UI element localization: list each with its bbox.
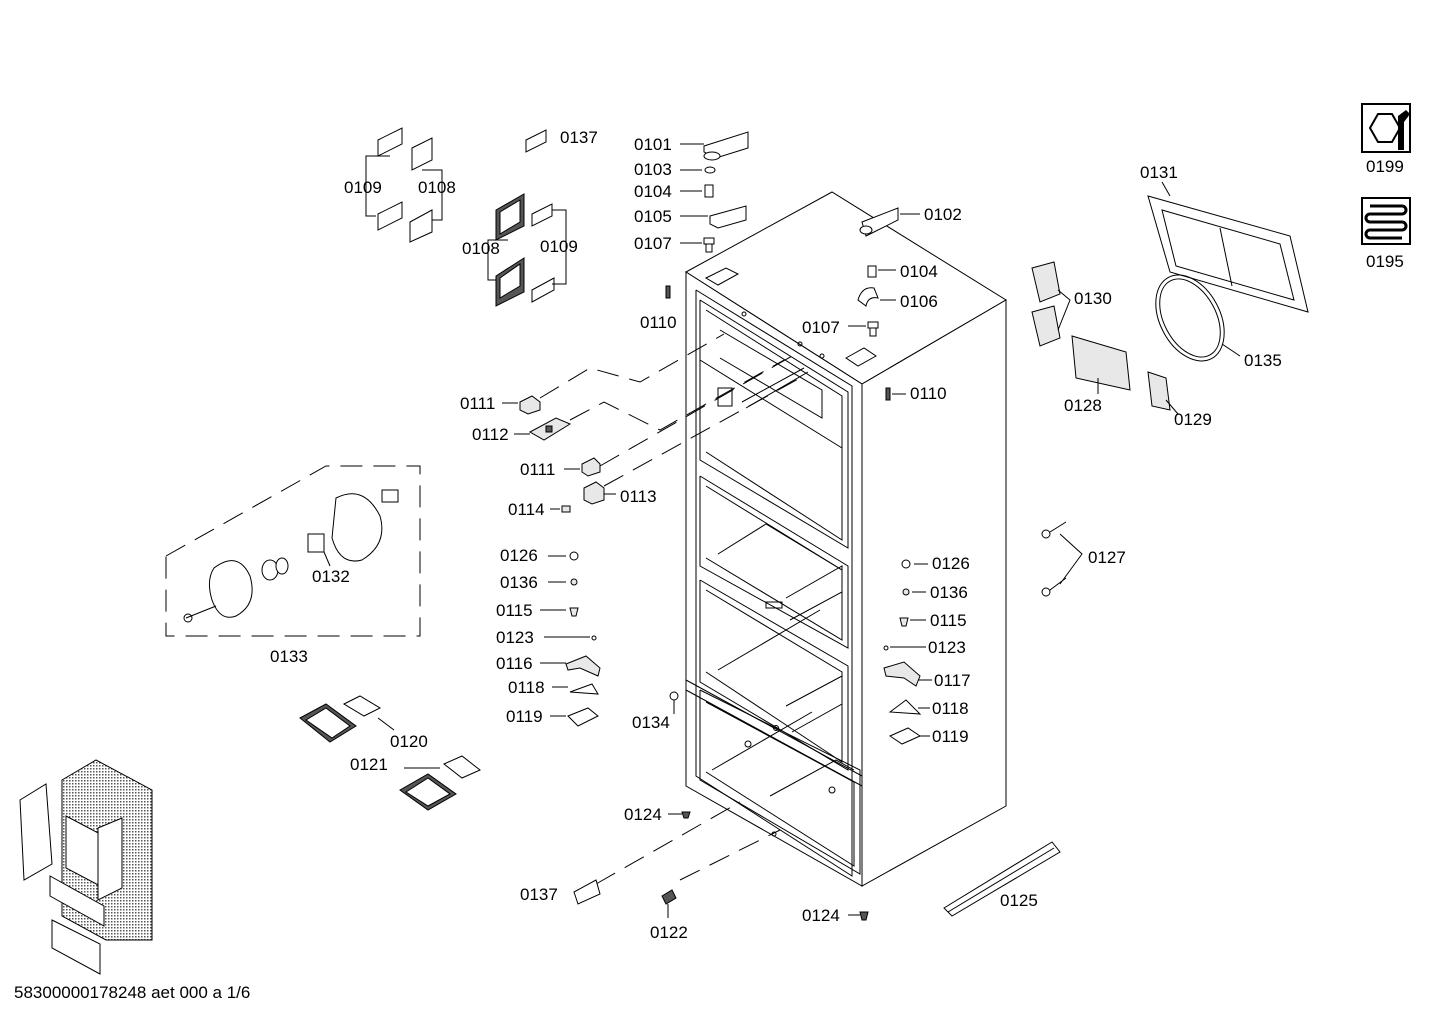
label-0116: 0116 [496, 654, 533, 673]
label-0108-top: 0108 [418, 178, 456, 197]
label-0112: 0112 [472, 425, 509, 444]
heater-coil-icon [1361, 197, 1411, 245]
label-0122: 0122 [650, 923, 688, 942]
label-0106: 0106 [900, 292, 938, 311]
label-0134: 0134 [632, 713, 670, 732]
label-0119-right: 0119 [932, 727, 969, 746]
label-0107-right: 0107 [802, 318, 840, 337]
cabinet-body [685, 191, 1007, 887]
label-0101: 0101 [634, 135, 672, 154]
label-0130: 0130 [1074, 289, 1112, 308]
label-0120: 0120 [390, 732, 428, 751]
label-0133: 0133 [270, 647, 308, 666]
label-0123-right: 0123 [928, 638, 966, 657]
label-0111-bottom: 0111 [520, 460, 555, 479]
label-0109-mid: 0109 [540, 237, 578, 256]
label-0123-left: 0123 [496, 628, 534, 647]
part-labels: 0101 0103 0104 0105 0107 0137 0109 0108 … [270, 128, 1404, 942]
label-0132: 0132 [312, 567, 350, 586]
label-0195: 0195 [1366, 252, 1404, 271]
label-0118-right: 0118 [932, 699, 969, 718]
label-0135: 0135 [1244, 351, 1282, 370]
label-0127: 0127 [1088, 548, 1126, 567]
label-0110-right: 0110 [910, 384, 947, 403]
label-0109-left: 0109 [344, 178, 382, 197]
parts-symbols [183, 127, 1309, 921]
label-0113: 0113 [620, 487, 657, 506]
label-0199: 0199 [1366, 157, 1404, 176]
label-0136-right: 0136 [930, 583, 968, 602]
label-0107-top: 0107 [634, 234, 672, 253]
label-0126-left: 0126 [500, 546, 538, 565]
label-0103: 0103 [634, 160, 672, 179]
label-0110-left: 0110 [640, 313, 677, 332]
drawing-reference-number: 58300000178248 aet 000 a 1/6 [14, 983, 250, 1002]
label-0102: 0102 [924, 205, 962, 224]
locator-thumbnail [19, 759, 153, 975]
label-0136-left: 0136 [500, 573, 538, 592]
label-0137-bottom: 0137 [520, 885, 558, 904]
label-0115-right: 0115 [930, 611, 967, 630]
label-0104-top: 0104 [634, 182, 672, 201]
wrench-nut-icon [1361, 103, 1411, 153]
label-0114: 0114 [508, 500, 545, 519]
label-0121: 0121 [350, 755, 388, 774]
label-0125: 0125 [1000, 891, 1038, 910]
label-0117: 0117 [934, 671, 971, 690]
label-0131: 0131 [1140, 163, 1178, 182]
assembly-lines [165, 333, 801, 885]
label-0137-top: 0137 [560, 128, 598, 147]
label-0124-right: 0124 [802, 906, 840, 925]
leader-lines [323, 143, 1241, 918]
label-0108-mid: 0108 [462, 239, 500, 258]
label-0111-top: 0111 [460, 394, 495, 413]
label-0105: 0105 [634, 207, 672, 226]
label-0126-right: 0126 [932, 554, 970, 573]
label-0115-left: 0115 [496, 601, 533, 620]
label-0119-left: 0119 [506, 707, 543, 726]
label-0128: 0128 [1064, 396, 1102, 415]
label-0104-right: 0104 [900, 262, 938, 281]
label-0129: 0129 [1174, 410, 1212, 429]
label-0118-left: 0118 [508, 678, 545, 697]
label-0124-left: 0124 [624, 805, 662, 824]
